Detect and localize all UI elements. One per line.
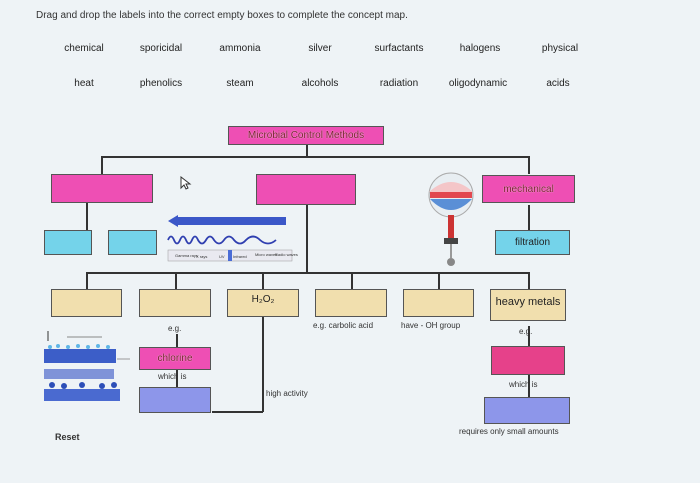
drag-label-radiation[interactable]: radiation	[379, 78, 419, 89]
annotation-eg-left: e.g.	[168, 324, 182, 333]
box-filtration: filtration	[495, 230, 570, 255]
spectrum-label-gamma: Gamma rays	[175, 253, 198, 258]
electromagnetic-spectrum-image	[167, 215, 293, 262]
drop-box-chemical-sub-2[interactable]	[108, 230, 157, 255]
connector	[86, 272, 88, 289]
connector	[175, 272, 177, 289]
drag-label-surfactants[interactable]: surfactants	[374, 43, 424, 54]
drag-label-ammonia[interactable]: ammonia	[219, 43, 261, 54]
drop-box-heavy-metal-example[interactable]	[491, 346, 565, 375]
spectrum-label-infrared: Infrared	[233, 254, 247, 259]
box-mechanical: mechanical	[482, 175, 575, 203]
connector	[262, 317, 264, 412]
drop-box-level4-4[interactable]	[315, 289, 387, 317]
connector	[212, 411, 263, 413]
drop-box-chemical-sub-1[interactable]	[44, 230, 92, 255]
cell-membrane-image	[44, 331, 130, 401]
connector	[176, 370, 178, 387]
spectrum-label-microwaves: Micro waves	[255, 252, 278, 257]
connector	[528, 156, 530, 174]
drag-label-physical[interactable]: physical	[541, 43, 579, 54]
annotation-eg-right: e.g.	[519, 327, 533, 336]
box-chlorine: chlorine	[139, 347, 211, 370]
drop-box-level4-5[interactable]	[403, 289, 474, 317]
drag-label-phenolics[interactable]: phenolics	[139, 78, 183, 89]
drop-box-level4-2[interactable]	[139, 289, 211, 317]
connector	[262, 272, 264, 289]
connector	[101, 156, 103, 174]
spectrum-label-xrays: X rays	[196, 254, 208, 259]
connector	[86, 272, 528, 274]
instruction-text: Drag and drop the labels into the correc…	[36, 10, 408, 21]
drag-label-halogens[interactable]: halogens	[459, 43, 501, 54]
annotation-requires-small: requires only small amounts	[459, 427, 559, 436]
drag-label-acids[interactable]: acids	[546, 78, 570, 89]
drag-label-chemical[interactable]: chemical	[64, 43, 104, 54]
mouse-cursor-icon	[180, 175, 192, 195]
connector	[351, 272, 353, 289]
annotation-high-activity: high activity	[266, 389, 308, 398]
connector	[528, 375, 530, 397]
drag-label-silver[interactable]: silver	[308, 43, 332, 54]
drag-label-heat[interactable]: heat	[74, 78, 94, 89]
filter-apparatus-image	[428, 172, 474, 266]
connector	[528, 205, 530, 230]
spectrum-label-radiowaves: Radio waves	[275, 252, 298, 257]
connector	[86, 198, 88, 230]
drop-box-chemical[interactable]	[51, 174, 153, 203]
connector	[306, 205, 308, 273]
connector	[528, 272, 530, 289]
box-h2o2: H₂O₂	[227, 289, 299, 317]
root-box-microbial-control-methods: Microbial Control Methods	[228, 126, 384, 145]
connector	[528, 326, 530, 346]
connector	[101, 156, 529, 158]
drop-box-level4-1[interactable]	[51, 289, 122, 317]
spectrum-label-uv: UV	[219, 254, 225, 259]
reset-button[interactable]: Reset	[55, 432, 80, 442]
drag-label-alcohols[interactable]: alcohols	[301, 78, 339, 89]
connector	[176, 334, 178, 347]
connector	[438, 272, 440, 289]
drag-label-sporicidal[interactable]: sporicidal	[139, 43, 183, 54]
annotation-which-is-right: which is	[509, 380, 538, 389]
drop-box-physical[interactable]	[256, 174, 356, 205]
drop-box-heavy-metal-property[interactable]	[484, 397, 570, 424]
box-heavy-metals: heavy metals	[490, 289, 566, 321]
annotation-which-is-left: which is	[158, 372, 187, 381]
drop-box-halogen-property[interactable]	[139, 387, 211, 413]
connector	[306, 144, 308, 157]
drag-label-oligodynamic[interactable]: oligodynamic	[448, 78, 508, 89]
drag-label-steam[interactable]: steam	[226, 78, 254, 89]
annotation-eg-carbolic: e.g. carbolic acid	[313, 321, 374, 330]
annotation-have-oh: have - OH group	[401, 321, 461, 330]
